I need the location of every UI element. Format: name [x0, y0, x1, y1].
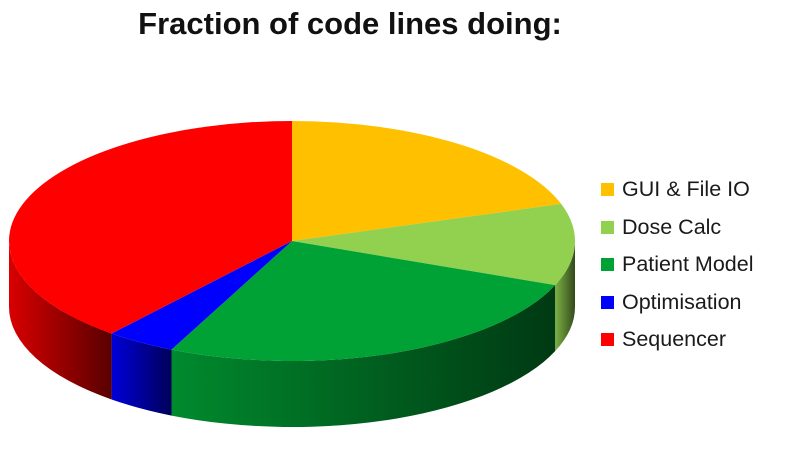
legend-swatch: [601, 333, 614, 347]
pie-slice-dose-calc: [292, 203, 576, 286]
chart-title: Fraction of code lines doing:: [138, 6, 562, 41]
legend-swatch: [601, 295, 614, 309]
legend-label: Sequencer: [622, 327, 726, 352]
legend-item: GUI & File IO: [601, 171, 753, 209]
pie-side-optimisation: [111, 333, 172, 416]
legend-item: Sequencer: [601, 321, 753, 359]
pie-side-patient-model: [171, 285, 556, 428]
pie-slice-gui-file-io: [292, 121, 562, 241]
legend-label: Dose Calc: [622, 214, 722, 239]
pie-slice-optimisation: [111, 241, 292, 350]
legend-label: GUI & File IO: [622, 177, 750, 202]
legend-item: Optimisation: [601, 284, 753, 322]
pie-side-dose-calc: [555, 241, 575, 352]
legend-swatch: [601, 220, 614, 234]
legend-swatch: [601, 183, 614, 197]
pie-side-sequencer: [9, 241, 112, 400]
pie-slice-sequencer: [9, 121, 293, 334]
legend-item: Patient Model: [601, 246, 753, 284]
legend-item: Dose Calc: [601, 209, 753, 247]
pie-slice-patient-model: [171, 241, 556, 361]
legend-swatch: [601, 258, 614, 272]
legend-label: Patient Model: [622, 252, 754, 277]
legend-label: Optimisation: [622, 289, 742, 314]
